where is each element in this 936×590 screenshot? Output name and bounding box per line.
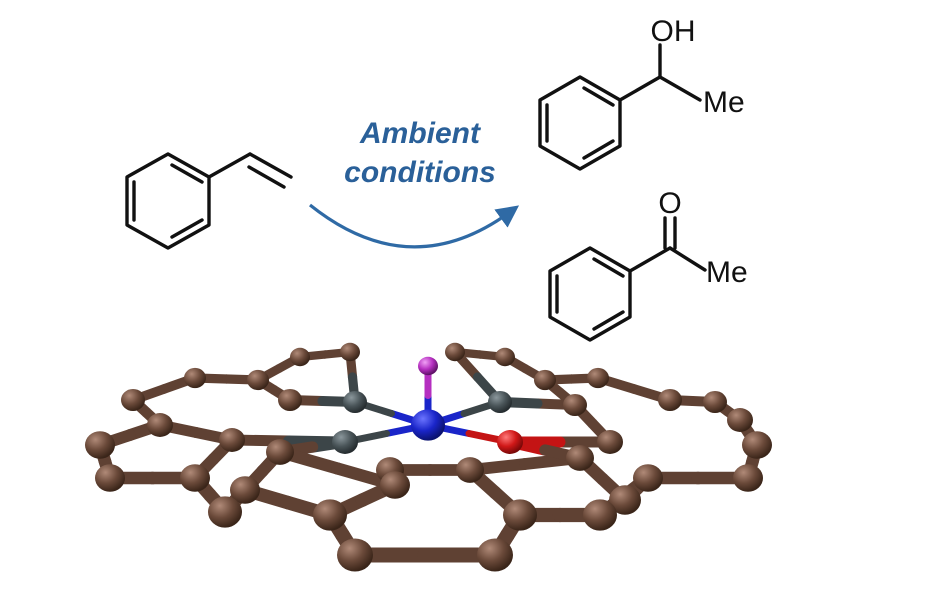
carbon-atom [278,388,302,412]
styrene-molecule [125,152,293,250]
carbon-atom [495,347,515,367]
carbon-atom [121,388,145,412]
reaction-arrow [309,203,520,249]
methyl-label-ketone: Me [706,256,748,289]
carbon-atom [658,388,682,412]
carbon-atom [147,413,173,437]
acetophenone-molecule [548,216,707,342]
carbon-atom [340,342,360,362]
carbon-atom [290,347,310,367]
nitrogen-atom [332,430,358,454]
carbon-atom [230,476,260,504]
carbon-atom [477,538,513,572]
condition-label-line2: conditions [344,156,496,189]
oxygen-atom [497,430,523,454]
axial-ligand-atom [418,356,438,376]
carbon-atom [180,464,210,492]
carbon-atom [219,428,245,452]
nitrogen-atom [488,390,512,414]
hydroxyl-label: OH [651,15,696,48]
carbon-atom [247,369,269,391]
single-atom-catalyst-graphene [85,342,772,572]
nitrogen-atom [343,390,367,414]
carbon-atom [313,499,347,531]
carbon-atom [337,538,373,572]
carbon-atom [703,390,727,414]
phenylethanol-molecule [538,43,702,171]
carbon-atom [456,457,484,483]
carbon-atom [727,408,753,432]
carbon-atom [95,464,125,492]
carbon-atom [85,431,115,459]
carbon-atom [503,499,537,531]
carbon-atom [445,342,465,362]
carbon-atom [587,367,609,389]
carbon-atom [266,439,294,465]
carbonyl-oxygen-label: O [658,187,681,220]
carbon-atom [733,464,763,492]
carbon-atom [208,496,242,528]
condition-label-line1: Ambient [359,117,482,150]
carbon-atom [583,499,617,531]
carbon-atom [380,471,410,499]
carbon-atom [184,367,206,389]
methyl-label-alcohol: Me [703,86,745,119]
carbon-atom [534,369,556,391]
carbon-atom [633,464,663,492]
carbon-atom [566,445,594,471]
carbon-atom [597,430,623,454]
carbon-atom [742,431,772,459]
carbon-atom [563,393,587,417]
metal-atom [411,409,445,441]
carbon-atom [609,485,641,515]
